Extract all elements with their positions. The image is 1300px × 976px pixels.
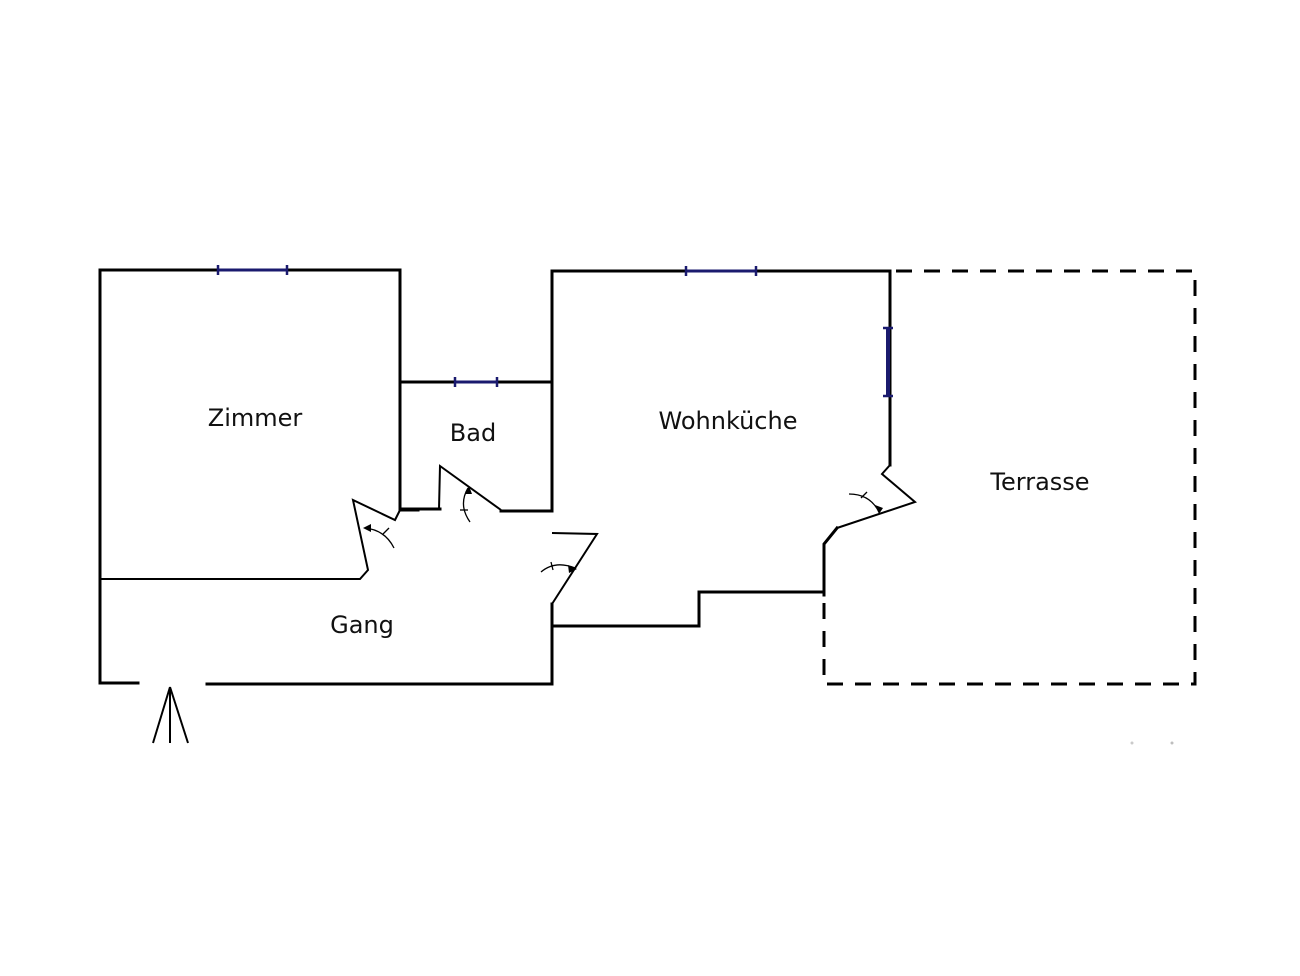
door-swing-icon — [848, 491, 883, 514]
window-icon — [453, 377, 499, 387]
window-icon — [883, 326, 893, 398]
entrance-arrow-icon — [152, 686, 189, 744]
window-icon — [216, 265, 289, 275]
scan-artifacts — [1130, 741, 1174, 745]
door-swing-icon — [363, 524, 395, 549]
room-label-terrasse: Terrasse — [990, 468, 1090, 496]
room-label-zimmer: Zimmer — [207, 404, 303, 432]
terrasse-outline — [822, 269, 1197, 686]
room-label-gang: Gang — [330, 611, 394, 639]
door-swing-icon — [540, 561, 577, 573]
wohnkueche-walls — [550, 269, 918, 686]
door-swing-icon — [460, 486, 472, 523]
room-label-wohnkueche: Wohnküche — [658, 407, 798, 435]
window-icon — [684, 266, 758, 276]
room-label-bad: Bad — [449, 419, 497, 447]
